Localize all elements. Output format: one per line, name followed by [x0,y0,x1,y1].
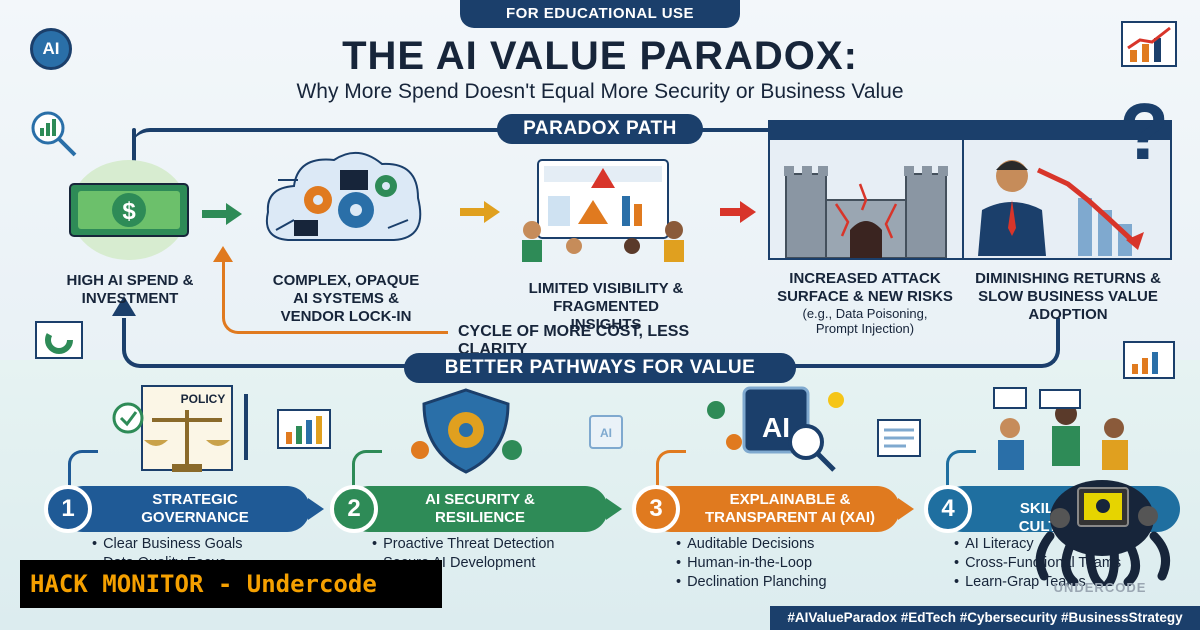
pathway-title-2: AI SECURITY & RESILIENCE [425,491,535,526]
bullet: Auditable Decisions [676,535,886,554]
step-attack-surface-sub: (e.g., Data Poisoning, Prompt Injection) [802,306,928,336]
ai-logo-text: AI [42,39,60,58]
pathway-number-1: 1 [44,485,92,533]
governance-scale-icon [112,385,248,472]
ai-chip-small-icon: AI [589,415,623,449]
bullet: AI Literacy [954,535,1154,554]
hack-monitor-banner: HACK MONITOR - Undercode [20,560,442,608]
educational-banner: FOR EDUCATIONAL USE [460,0,740,28]
arrow-3-4-head [740,201,756,223]
bullet: Learn-Grap Teams [954,573,1154,592]
pathway-arrow-2 [606,498,622,520]
castle-icon [784,166,948,258]
hashtag-bar: #AIValueParadox #EdTech #Cybersecurity #… [770,606,1200,630]
step-diminishing-returns-label: DIMINISHING RETURNS & SLOW BUSINESS VALU… [975,270,1161,323]
arrow-3-4 [720,208,742,216]
pathway-bullets-3: Auditable Decisions Human-in-the-Loop De… [676,535,886,592]
pathway-number-3: 3 [632,485,680,533]
pathway-bar-3 [648,486,900,532]
pie-chart-icon [35,321,83,359]
dashboard-warning-icon [522,159,684,262]
loop-left-arm [132,128,136,178]
pathway-number-2: 2 [330,485,378,533]
ai-logo-icon: AI [30,28,72,70]
step-attack-surface-label: INCREASED ATTACK SURFACE & NEW RISKS [777,270,953,305]
arrow-2-3 [460,208,486,216]
svg-text:AI: AI [600,426,612,440]
bullet: Proactive Threat Detection [372,535,612,554]
pathway-number-4: 4 [924,485,972,533]
undercode-watermark: UNDERCODE [1053,580,1147,595]
bar-chart-card-icon [277,409,331,449]
bullet: Declination Planching [676,573,886,592]
pathway-bullets-4: AI Literacy Cross-Functional Teams Learn… [954,535,1154,592]
pathway-arrow-1 [308,498,324,520]
money-icon: $ [69,183,189,237]
cycle-arrow-head [213,246,233,262]
bar-chart-card-right-icon [1123,341,1175,379]
cycle-line [222,258,448,334]
rise-arrow-3 [656,450,686,486]
xai-chip-label: AI [762,412,790,443]
cloud-gears-icon [266,152,422,241]
pathway-title-1: STRATEGIC GOVERNANCE [141,491,249,526]
paradox-path-pill: PARADOX PATH [497,114,703,144]
question-mark-icon: ? [1120,92,1169,172]
svg-text:$: $ [122,198,136,225]
rise-arrow-4 [946,450,976,486]
bullet: Human-in-the-Loop [676,554,886,573]
pathway-title-3: EXPLAINABLE & TRANSPARENT AI (XAI) [705,491,875,526]
rise-arrow-2 [352,450,382,486]
pathway-arrow-3 [898,498,914,520]
policy-label: POLICY [180,392,226,406]
declining-chart-icon [978,160,1144,256]
growth-chart-icon [1121,21,1177,67]
better-pathways-pill: BETTER PATHWAYS FOR VALUE [404,353,796,383]
step-high-spend-label: HIGH AI SPEND & INVESTMENT [66,272,194,307]
step-limited-visibility-label: LIMITED VISIBILITY & FRAGMENTED INSIGHTS [528,280,684,333]
xai-chip-icon [707,386,844,472]
arrow-1-2-head [226,203,242,225]
octopus-mascot-icon [1035,480,1171,586]
bullet: Clear Business Goals [92,535,292,554]
step-complex-systems-label: COMPLEX, OPAQUE AI SYSTEMS & VENDOR LOCK… [272,272,420,325]
security-shield-icon [411,388,522,474]
page-title: THE AI VALUE PARADOX: [342,34,858,78]
question-mark-text: ? [1120,87,1169,176]
rise-arrow-1 [68,450,98,486]
page-subtitle: Why More Spend Doesn't Equal More Securi… [296,80,904,103]
return-arrow-head [112,296,136,316]
arrow-1-2 [202,210,228,218]
checklist-card-icon [877,419,921,457]
pathway-bar-2 [346,486,608,532]
magnifier-chart-icon [31,111,77,157]
team-learning-icon [993,387,1128,470]
risk-window-bar [770,122,1170,140]
pathway-bar-1 [60,486,310,532]
window-divider [962,138,964,260]
arrow-2-3-head [484,201,500,223]
